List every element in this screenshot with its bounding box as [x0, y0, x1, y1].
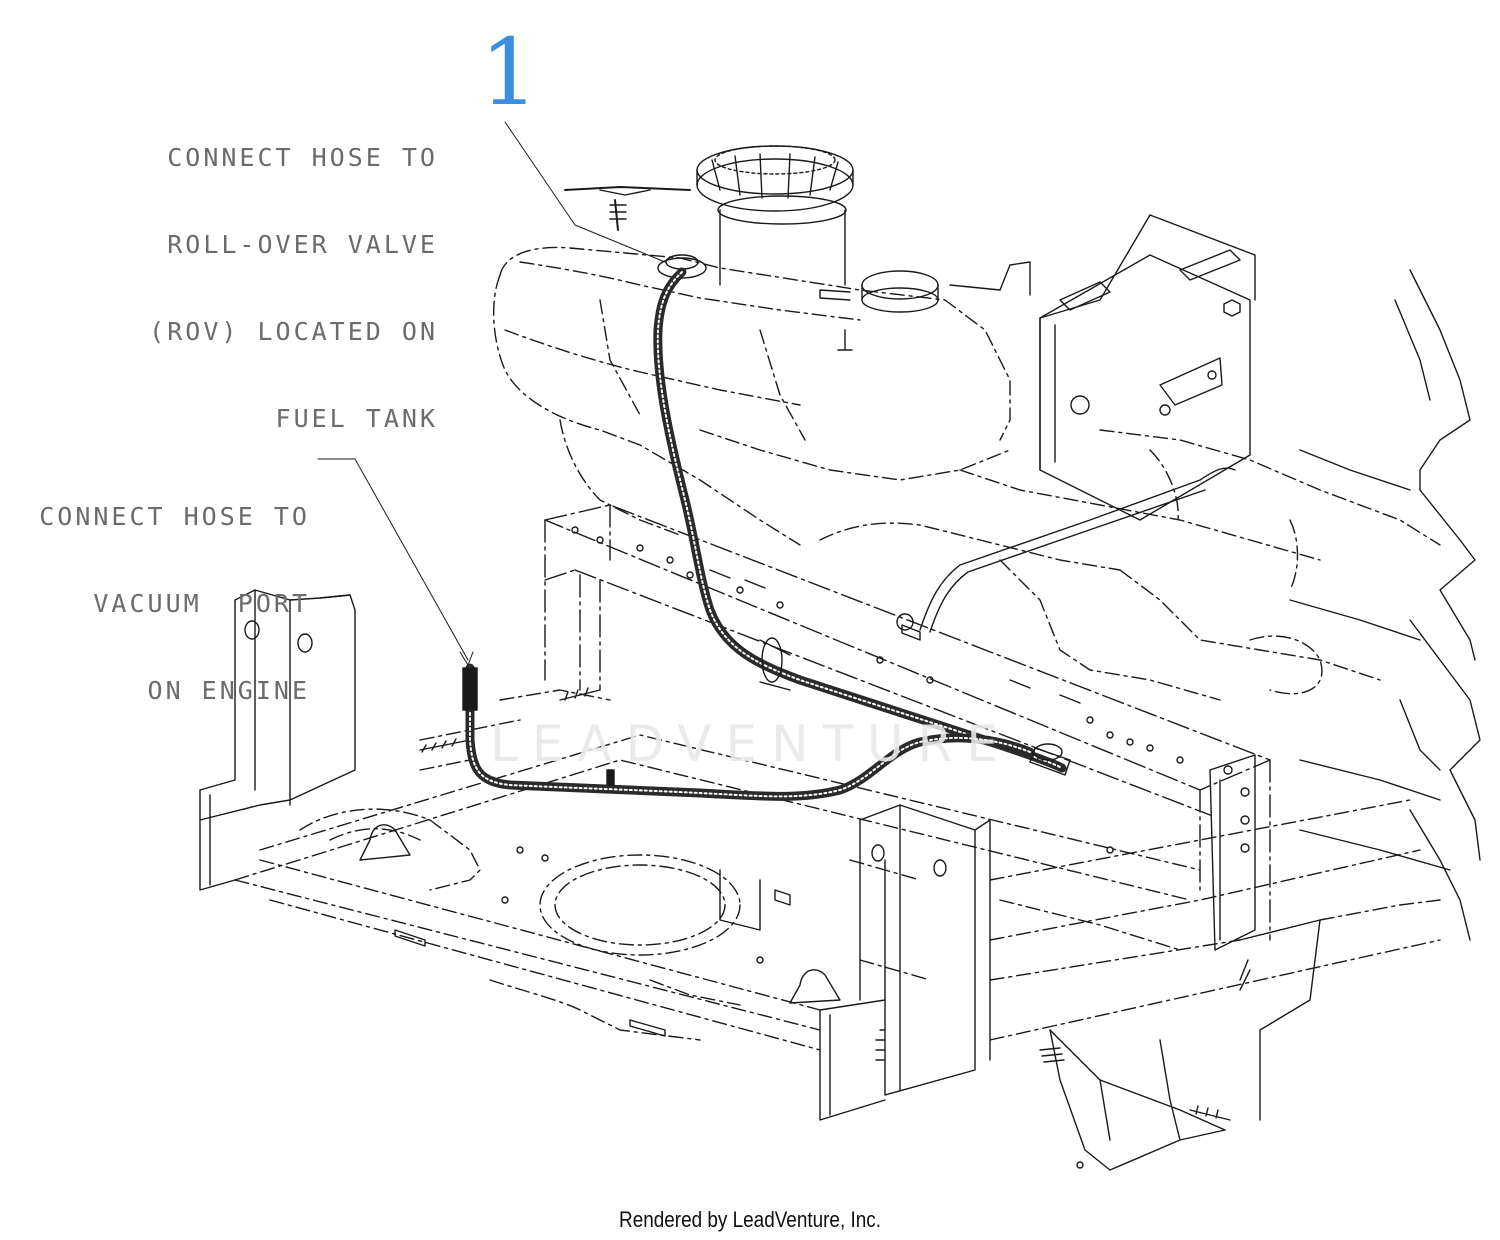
left-upright-bracket	[199, 589, 356, 891]
fuel-cap	[564, 145, 854, 286]
callout-vacuum-line-3: ON ENGINE	[147, 676, 310, 705]
callout-rov-line-4: FUEL TANK	[275, 404, 438, 433]
callout-rov-line-1: CONNECT HOSE TO	[167, 143, 438, 172]
leader-lines	[317, 121, 666, 666]
right-frame-rails	[1289, 269, 1481, 941]
fuel-tank	[492, 246, 1441, 701]
deck-plate	[234, 689, 1201, 1051]
callout-rov-line-3: (ROV) LOCATED ON	[149, 317, 438, 346]
right-lower-bracket	[819, 754, 1321, 1171]
vacuum-port-callout: CONNECT HOSE TO VACUUM PORT ON ENGINE	[39, 444, 310, 763]
part-reference-number[interactable]: 1	[480, 19, 539, 126]
deck-details	[359, 687, 1114, 1037]
tank-fittings	[657, 254, 939, 351]
lower-rails	[989, 799, 1441, 1041]
watermark: LEADVENTURE	[490, 715, 1012, 773]
callout-vacuum-line-1: CONNECT HOSE TO	[39, 502, 310, 531]
callout-vacuum-line-2: VACUUM PORT	[93, 589, 310, 618]
rov-connection-callout: CONNECT HOSE TO ROLL-OVER VALVE (ROV) LO…	[149, 85, 438, 491]
footer-credit: Rendered by LeadVenture, Inc.	[619, 1207, 881, 1232]
right-bracket	[949, 214, 1256, 521]
tank-strap	[919, 467, 1236, 633]
cross-member-holes	[571, 526, 1184, 764]
cross-member	[544, 504, 1271, 941]
callout-rov-line-2: ROLL-OVER VALVE	[167, 230, 438, 259]
vent-hose	[462, 267, 1071, 801]
